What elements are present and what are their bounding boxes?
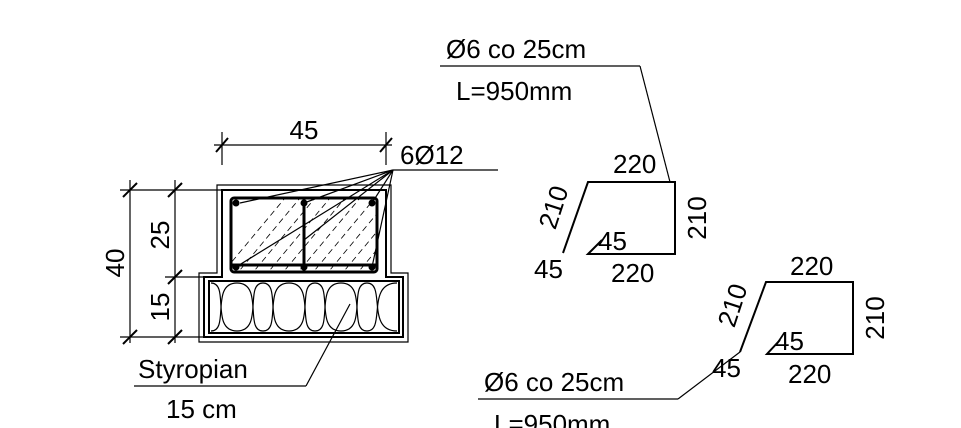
bars-label: 6Ø12: [400, 140, 464, 170]
stirrup-bottom-dim-left: 210: [711, 280, 753, 331]
stirrup-top-dim-hook-outer: 45: [534, 254, 563, 284]
height-dimensions: [120, 180, 222, 345]
insulation-leader: [305, 303, 351, 387]
bars-leader: [371, 169, 394, 204]
height-top-label: 25: [145, 221, 175, 250]
stirrup-bottom-dim-hook-outer: 45: [712, 353, 741, 383]
stirrup-shape: [739, 281, 854, 355]
spec-leader: [639, 65, 671, 183]
stirrup-detail-bottom: [478, 281, 854, 400]
stirrup-bottom-dim-hook-inner: 45: [775, 326, 804, 356]
stirrup-shape: [562, 181, 676, 255]
stirrup-top-dim-bottom: 220: [611, 258, 654, 288]
width-dimension: [214, 132, 393, 165]
stirrup-top-spec: Ø6 co 25cm: [446, 34, 586, 64]
section-concrete-outline: [203, 189, 404, 338]
stirrup-bottom-dim-right: 210: [860, 296, 890, 339]
stirrup-top-dim-left: 210: [532, 182, 574, 233]
stirrup-bottom-length: L=950mm: [494, 409, 610, 428]
insulation-layer: [208, 280, 400, 334]
spec-leader: [677, 351, 741, 400]
height-total-label: 40: [100, 249, 130, 278]
beam-section: [198, 184, 409, 343]
width-label: 45: [290, 115, 319, 145]
bars-leader: [371, 169, 394, 268]
insulation-thickness-label: 15 cm: [166, 394, 237, 424]
bars-leader: [303, 169, 394, 204]
rebar-dot: [232, 199, 240, 207]
bars-leader: [239, 169, 394, 204]
stirrup-bottom-dim-bottom: 220: [788, 359, 831, 389]
stirrup-bottom-dim-top: 220: [790, 251, 833, 281]
stirrup-detail-top: [440, 65, 676, 255]
stirrup-top-dim-hook-inner: 45: [598, 226, 627, 256]
stirrup-top-dim-top: 220: [613, 149, 656, 179]
bars-leader: [303, 169, 394, 241]
height-bottom-label: 15: [145, 293, 175, 322]
insulation-symbol: [210, 282, 398, 332]
insulation-symbol: [210, 282, 398, 332]
stirrup-top-dim-right: 210: [682, 196, 712, 239]
stirrup-top-length: L=950mm: [456, 76, 572, 106]
stirrup-bottom-spec: Ø6 co 25cm: [484, 367, 624, 397]
section-outer-outline: [198, 184, 409, 343]
insulation-label: Styropian: [138, 354, 248, 384]
bars-leader: [235, 169, 394, 268]
rebar-dot: [300, 263, 308, 271]
